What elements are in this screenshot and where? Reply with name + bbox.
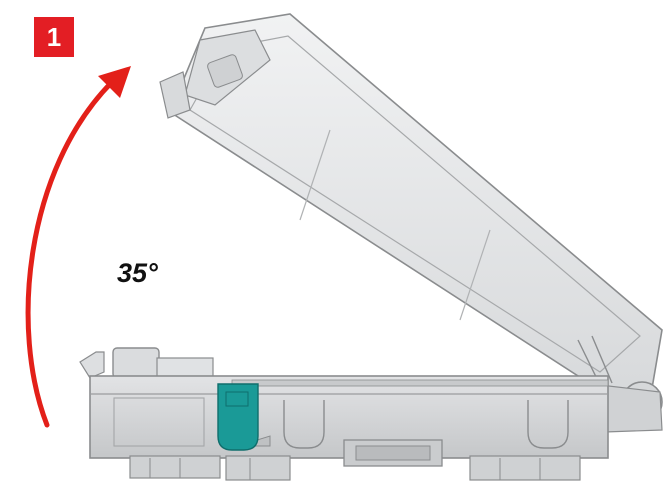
step-number-badge: 1 <box>46 21 62 52</box>
step-badge-box <box>34 17 74 57</box>
rotation-arrow-icon <box>25 66 131 428</box>
teal-latch <box>217 383 259 451</box>
angle-label: 35° <box>117 258 158 288</box>
base-housing <box>79 347 609 481</box>
rotation-arrow-head <box>98 66 131 98</box>
rotation-arrow-shaft <box>25 79 115 428</box>
hinge <box>599 381 663 433</box>
open-lid <box>159 13 663 401</box>
